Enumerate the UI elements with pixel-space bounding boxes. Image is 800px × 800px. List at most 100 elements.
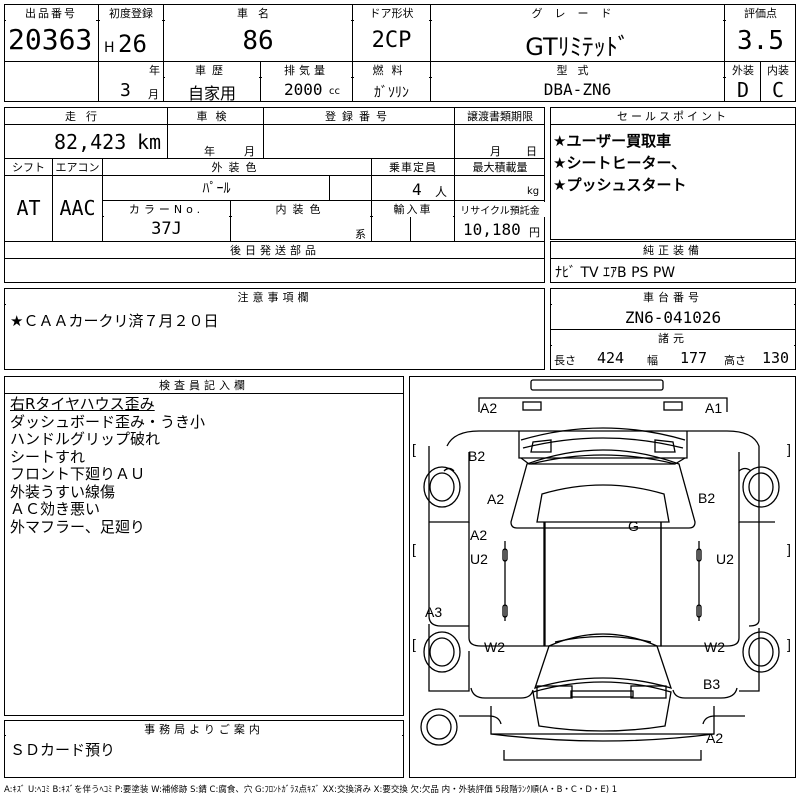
transfer-day-unit: 日: [526, 145, 537, 158]
displacement: 2000: [284, 80, 323, 99]
damage-mark-rear-wheel-right: W2: [704, 639, 725, 655]
sales-point-item: ★ユーザー買取車: [553, 132, 672, 150]
bracket-mark: [: [412, 636, 416, 652]
fuel-label: 燃料: [354, 62, 429, 78]
mileage: 82,423: [54, 130, 127, 154]
inspector-line: ハンドルグリップ破れ: [10, 430, 161, 448]
color-no: 37J: [151, 219, 182, 239]
later-parts-label: 後日発送部品: [6, 242, 544, 258]
inspector-line: ダッシュボード歪み・うき小: [10, 412, 206, 431]
color-label: 外装色: [104, 159, 370, 175]
equipment-box: [550, 241, 796, 283]
era: H: [104, 40, 115, 56]
mileage-unit: km: [137, 130, 162, 154]
shift: AT: [16, 196, 41, 220]
recycle-label: リサイクル預託金: [455, 202, 545, 217]
damage-mark-front-right: A1: [705, 400, 723, 416]
spec-label: 諸元: [552, 330, 794, 346]
inspector-box: [4, 376, 404, 716]
equipment-label: 純正装備: [552, 242, 794, 258]
capacity: 4: [412, 180, 422, 199]
equipment-value: ﾅﾋﾞ TV ｴｱB PS PW: [555, 265, 676, 281]
capacity-unit: 人: [435, 185, 448, 199]
load-unit: kg: [527, 186, 540, 197]
fuel: ｶﾞｿﾘﾝ: [374, 85, 409, 101]
damage-mark-fender-left: B2: [468, 448, 486, 464]
interior-grade: C: [771, 78, 785, 102]
year-unit: 年: [149, 64, 160, 77]
transfer-month-unit: 月: [490, 145, 501, 158]
reg-month: 3: [120, 80, 131, 101]
chassis-value: ZN6-041026: [624, 308, 722, 327]
first-reg-label: 初度登録: [100, 5, 162, 21]
recycle: 10,180: [463, 220, 521, 239]
interior-label: 内装: [761, 62, 795, 78]
inspector-line: ＡＣ効き悪い: [10, 500, 101, 518]
displacement-unit: cc: [329, 86, 340, 97]
car-name-label: 車名: [165, 5, 351, 21]
history: 自家用: [187, 84, 236, 103]
load-label: 最大積載量: [456, 159, 544, 175]
sales-point-item: ★プッシュスタート: [553, 176, 687, 194]
inspector-line: 右Rタイヤハウス歪み: [10, 395, 155, 413]
month-unit: 月: [148, 88, 159, 101]
history-label: 車歴: [165, 62, 259, 78]
model-code-label: 型式: [432, 62, 723, 78]
displacement-label: 排気量: [262, 62, 351, 78]
interior-color-suffix: 系: [355, 228, 366, 241]
bracket-mark: [: [412, 441, 416, 457]
lot-label: 出品番号: [6, 5, 96, 21]
inspector-line: シートすれ: [10, 447, 86, 466]
reg-year: 26: [118, 30, 147, 58]
damage-map: [409, 376, 796, 778]
exterior-label: 外装: [726, 62, 760, 78]
shift-label: シフト: [6, 159, 51, 175]
inspector-label: 検査員記入欄: [6, 377, 402, 393]
color-no-label: カラーNo.: [104, 201, 229, 217]
office-label: 事務局よりご案内: [6, 721, 402, 737]
notes-box: [4, 288, 545, 370]
door-type: 2CP: [371, 28, 412, 53]
length: 424: [597, 349, 625, 367]
inspector-line: フロント下廻りＡＵ: [10, 465, 146, 483]
plate-label: 登録番号: [265, 108, 453, 124]
damage-mark-rear-wheel-left: W2: [484, 639, 505, 655]
car-name: 86: [242, 26, 274, 56]
grade-label: グレード: [432, 5, 723, 21]
office-value: ＳＤカード預り: [10, 741, 116, 759]
mileage-label: 走行: [6, 108, 166, 124]
transfer-label: 譲渡書類期限: [456, 108, 544, 124]
notes-label: 注意事項欄: [6, 289, 544, 305]
bracket-mark: ]: [787, 541, 791, 557]
recycle-unit: 円: [529, 226, 540, 239]
score-label: 評価点: [726, 5, 795, 21]
sales-points-label: セールスポイント: [552, 108, 794, 124]
notes-value: ★ＣＡＡカークリ済７月２０日: [10, 312, 219, 330]
score: 3.5: [737, 26, 784, 56]
car-diagram: [420, 379, 780, 761]
damage-mark-front-left: A2: [480, 400, 498, 416]
damage-mark-fender-right: B2: [698, 490, 716, 506]
header-grid: [4, 4, 796, 102]
door-label: ドア形状: [354, 5, 429, 21]
bracket-mark: ]: [787, 636, 791, 652]
sales-point-item: ★シートヒーター、: [553, 154, 687, 172]
grade: GTﾘﾐﾃｯﾄﾞ: [525, 33, 630, 61]
inspector-lines: 右Rタイヤハウス歪み ダッシュボード歪み・うき小 ハンドルグリップ破れ シートす…: [10, 395, 206, 536]
exterior-color: ﾊﾟｰﾙ: [202, 181, 231, 197]
exterior-grade: D: [736, 78, 750, 102]
legend: A:ｷｽﾞ U:ﾍｺﾐ B:ｷｽﾞを伴うﾍｺﾐ P:要塗装 W:補修跡 S:錆 …: [4, 785, 618, 795]
inspection-month-unit: 月: [244, 145, 255, 158]
inspection-year-unit: 年: [204, 145, 215, 158]
height-label: 高さ: [724, 354, 746, 367]
length-label: 長さ: [554, 354, 576, 367]
damage-mark-hood-left: A2: [487, 491, 505, 507]
damage-mark-quarter-left: A3: [425, 604, 443, 620]
inspector-line: 外装うすい線傷: [10, 482, 116, 501]
details-grid: [4, 107, 545, 283]
damage-mark-door-left: A2: [470, 527, 488, 543]
ac-label: エアコン: [54, 159, 101, 175]
width-label: 幅: [647, 354, 658, 367]
damage-mark-sill-right: U2: [716, 551, 734, 567]
height: 130: [762, 349, 790, 367]
